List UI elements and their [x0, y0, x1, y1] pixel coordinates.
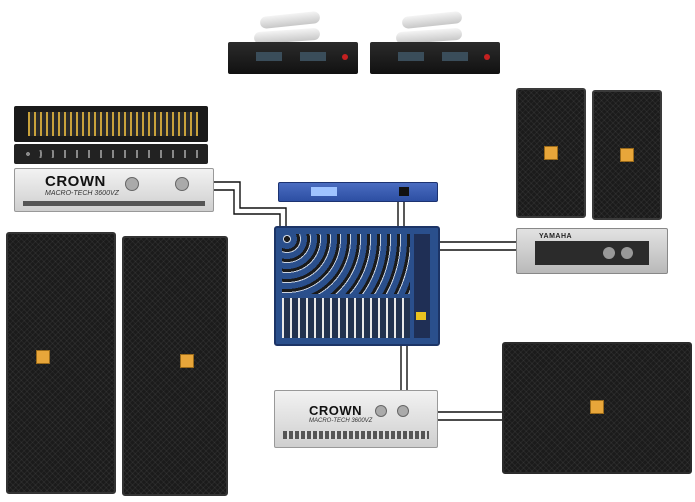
- monitor-speaker-right: [592, 90, 662, 220]
- graphic-equalizer: [14, 106, 208, 142]
- handheld-microphone-icon: [401, 10, 463, 30]
- volume-knob-icon: [397, 405, 409, 417]
- monitor-speaker-left: [516, 88, 586, 218]
- receiver-unit: [228, 42, 358, 74]
- amp-model-label: MACRO-TECH 3600VZ: [45, 190, 119, 197]
- power-amplifier-bottom: CROWN MACRO-TECH 3600VZ: [274, 390, 438, 448]
- handheld-microphone-icon: [259, 10, 321, 30]
- audio-mixer: [274, 226, 440, 346]
- jbl-badge-icon: [180, 354, 194, 368]
- jbl-badge-icon: [36, 350, 50, 364]
- receiver-unit: [370, 42, 500, 74]
- volume-knob-icon: [375, 405, 387, 417]
- main-speaker-right: [122, 236, 228, 496]
- amp-brand-logo: CROWN: [45, 173, 106, 190]
- jbl-badge-icon: [544, 146, 558, 160]
- subwoofer: [502, 342, 692, 474]
- power-amplifier-top: CROWN MACRO-TECH 3600VZ: [14, 168, 214, 212]
- volume-knob-icon: [125, 177, 139, 191]
- jbl-badge-icon: [590, 400, 604, 414]
- cable-amp-to-mixer-1: [212, 181, 287, 228]
- volume-knob-icon: [175, 177, 189, 191]
- jbl-badge-icon: [620, 148, 634, 162]
- amp-brand-logo: CROWN: [309, 403, 363, 418]
- cable-amp-to-mixer-2: [212, 189, 281, 228]
- volume-knob-icon: [603, 247, 615, 259]
- digital-effects-processor: [278, 182, 438, 202]
- volume-knob-icon: [621, 247, 633, 259]
- main-speaker-left: [6, 232, 116, 494]
- amp-model-label: MACRO-TECH 3600VZ: [309, 418, 373, 424]
- wireless-mic-receiver-2: [370, 8, 500, 74]
- power-amplifier-right: YAMAHA: [516, 228, 668, 274]
- amp-brand-logo: YAMAHA: [539, 233, 573, 240]
- wireless-mic-receiver-1: [228, 8, 358, 74]
- crossover-processor: [14, 144, 208, 164]
